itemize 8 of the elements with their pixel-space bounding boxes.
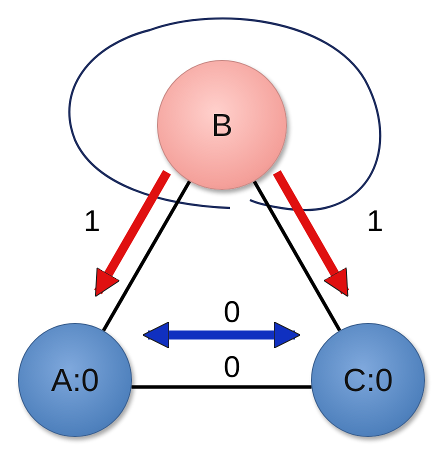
arrow	[142, 321, 301, 349]
arrow	[94, 170, 171, 298]
node-label: A:0	[50, 362, 100, 398]
node-label: C:0	[343, 362, 393, 398]
connector-line	[252, 180, 342, 332]
connector-line	[132, 385, 312, 389]
connector-line	[102, 180, 192, 332]
node-label: B	[211, 106, 233, 144]
